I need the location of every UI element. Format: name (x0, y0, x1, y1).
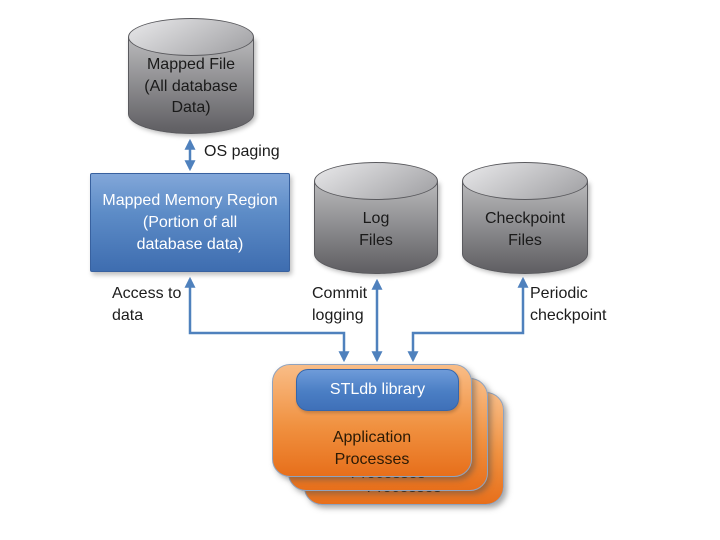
log-files-cylinder: Log Files (314, 162, 438, 274)
commit-logging-label: Commit logging (312, 285, 368, 324)
mapped-memory-region-box: Mapped Memory Region (Portion of all dat… (90, 173, 290, 272)
log-files-label: Log Files (359, 210, 393, 249)
application-processes-label: Application Processes (332, 429, 412, 468)
application-processes-card-front: STLdb library Application Processes (272, 364, 472, 477)
periodic-checkpoint-label: Periodic checkpoint (530, 285, 607, 324)
cylinder-top-ellipse (128, 18, 254, 56)
stldb-library-box: STLdb library (296, 369, 459, 411)
mapped-file-label: Mapped File (All database Data) (144, 56, 238, 116)
mapped-file-cylinder: Mapped File (All database Data) (128, 18, 254, 134)
cylinder-top-ellipse (314, 162, 438, 200)
os-paging-label: OS paging (204, 143, 280, 160)
access-to-data-arrow (184, 276, 350, 363)
checkpoint-files-label: Checkpoint Files (484, 210, 566, 249)
access-to-data-label: Access to data (112, 285, 182, 324)
cylinder-top-ellipse (462, 162, 588, 200)
checkpoint-files-cylinder: Checkpoint Files (462, 162, 588, 274)
periodic-checkpoint-arrow (407, 276, 529, 363)
